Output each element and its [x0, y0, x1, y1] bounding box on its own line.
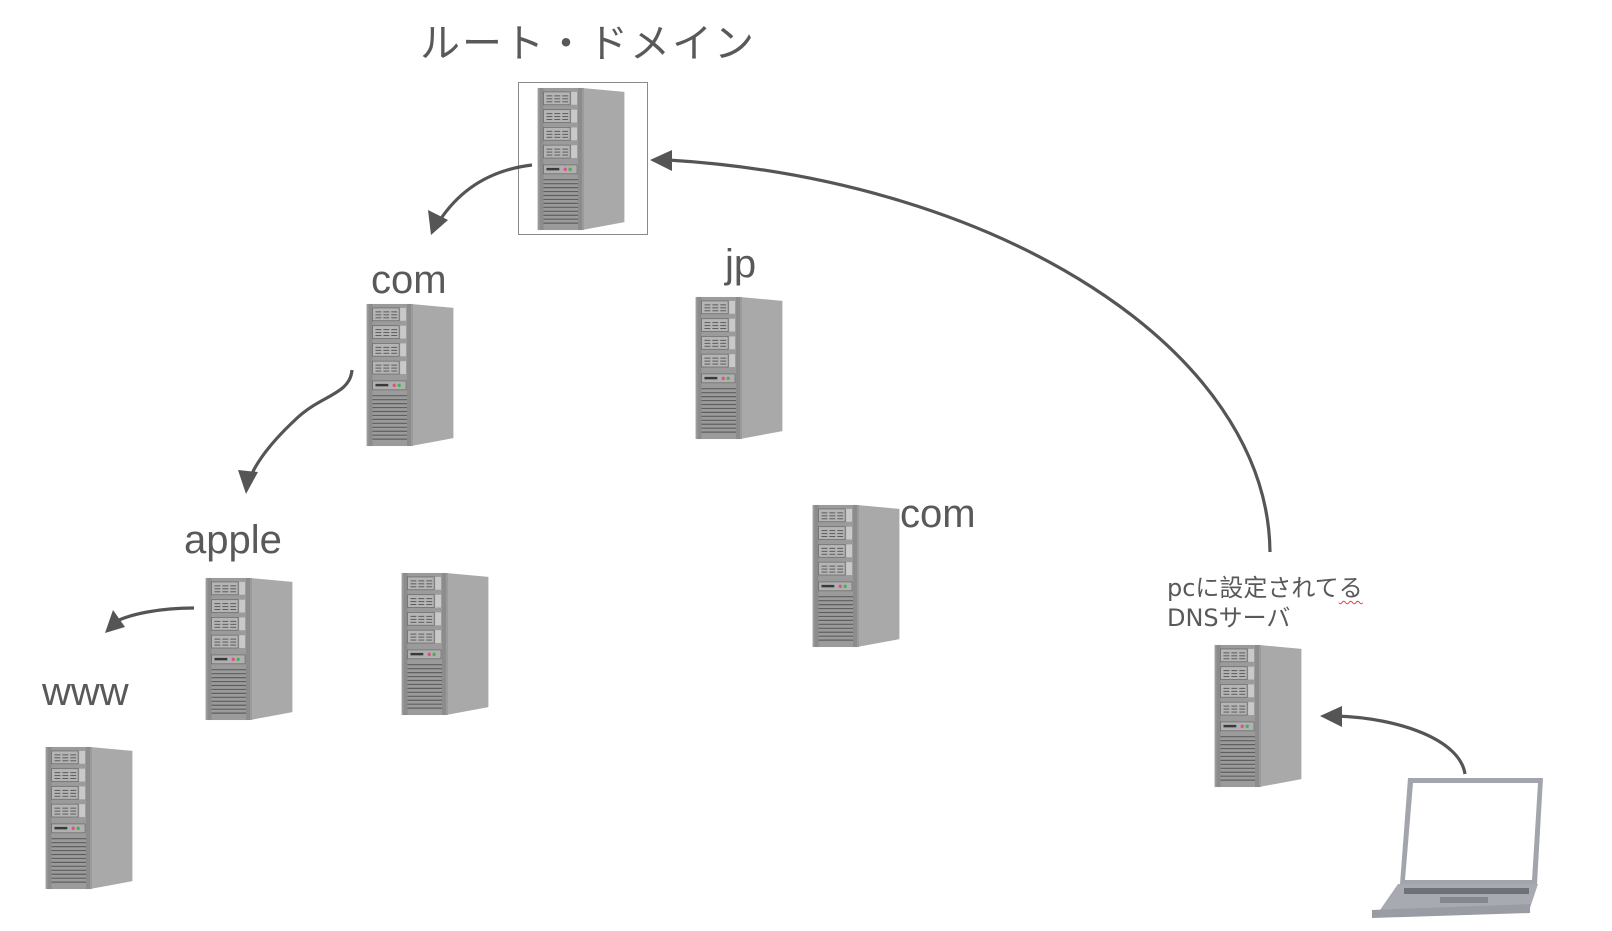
arrow-pc-to-dns [1335, 714, 1467, 775]
dns-label-line1: pcに設定されてる [1167, 573, 1363, 603]
unlabeled-server[interactable] [399, 571, 491, 717]
apple-label: apple [184, 518, 282, 562]
arrow-com-to-apple [248, 369, 354, 481]
server-icon [366, 303, 454, 447]
com-right-server[interactable] [810, 503, 902, 649]
server-icon [205, 577, 293, 721]
jp-server[interactable] [693, 295, 785, 441]
apple-server[interactable] [203, 576, 295, 722]
root-selection-box[interactable] [518, 82, 648, 235]
dns-label-line2: DNSサーバ [1167, 604, 1291, 632]
server-icon [695, 296, 783, 440]
server-icon [45, 746, 133, 890]
pc-laptop[interactable] [1370, 770, 1560, 920]
server-icon [401, 572, 489, 716]
arrowhead-apple [238, 470, 258, 494]
arrowhead-www [105, 610, 125, 633]
com-right-label: com [900, 492, 976, 536]
dns-server[interactable] [1212, 643, 1304, 789]
laptop-icon [1372, 778, 1543, 918]
server-icon [812, 504, 900, 648]
www-label: www [42, 670, 129, 714]
arrow-apple-to-www [114, 606, 195, 624]
jp-label: jp [725, 242, 757, 286]
dns-server-label: pcに設定されてる DNSサーバ [1167, 573, 1363, 633]
spellcheck-underline: る [1338, 574, 1363, 602]
arrowhead-dns [1320, 706, 1342, 727]
server-icon [1214, 644, 1302, 788]
server-icon [537, 87, 625, 231]
root-server[interactable] [535, 86, 627, 232]
com-label: com [371, 258, 447, 302]
arrowhead-root [650, 150, 672, 171]
dns-label-line1-text: pcに設定されて [1167, 574, 1339, 602]
arrowhead-com [428, 210, 448, 235]
com-server[interactable] [364, 302, 456, 448]
www-server[interactable] [43, 745, 135, 891]
root-domain-label: ルート・ドメイン [420, 21, 756, 67]
